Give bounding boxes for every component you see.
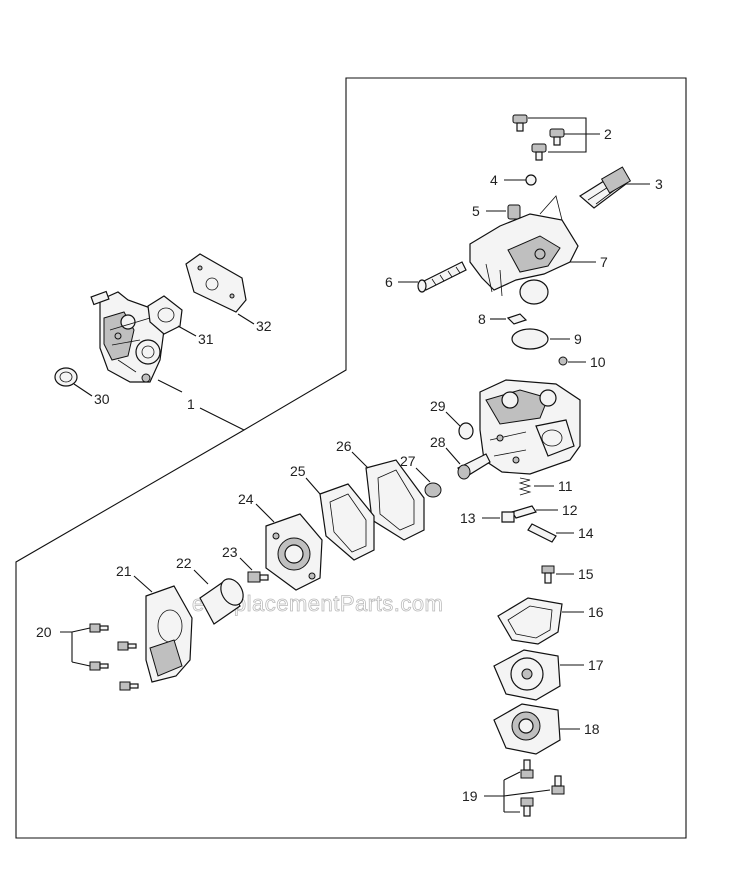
- pump-diaphragm-25-inner: [329, 493, 367, 553]
- metering-cover-18-center: [518, 718, 534, 734]
- screws-20: [89, 623, 139, 691]
- gasket-26-inner: [377, 469, 415, 531]
- screws-2: [512, 114, 565, 161]
- callout-26: 26: [336, 438, 352, 454]
- check-ball-10: [558, 356, 568, 366]
- callout-1: 1: [187, 396, 195, 412]
- callout-28: 28: [430, 434, 446, 450]
- diaphragm-17-hub: [521, 668, 533, 680]
- callout-9: 9: [574, 331, 582, 347]
- callout-3: 3: [655, 176, 663, 192]
- screw-15: [541, 565, 555, 584]
- inlet-fitting-28: [457, 453, 491, 480]
- callout-14: 14: [578, 525, 594, 541]
- carburetor-body: [479, 379, 581, 475]
- assembly-boundary: [15, 77, 687, 839]
- callout-12: 12: [562, 502, 578, 518]
- callout-labels: 1 2 3 4 5 6 7 8 9 10 11 12 13 14 15 16 1…: [36, 126, 663, 804]
- callout-8: 8: [478, 311, 486, 327]
- throttle-lever-7: [469, 195, 579, 305]
- cover-plate-21: [145, 585, 193, 683]
- callout-7: 7: [600, 254, 608, 270]
- idle-screw-6: [417, 261, 467, 293]
- callout-4: 4: [490, 172, 498, 188]
- clip-8: [506, 313, 528, 325]
- callout-5: 5: [472, 203, 480, 219]
- nut-5: [507, 204, 521, 220]
- o-ring-30-inner: [59, 371, 73, 383]
- gasket-26: [365, 459, 425, 541]
- screw-23: [247, 571, 269, 583]
- gasket-16-inner: [507, 605, 553, 639]
- needle-13: [501, 511, 515, 523]
- callout-6: 6: [385, 274, 393, 290]
- spring-11: [518, 477, 532, 496]
- leader-lines: [60, 117, 650, 813]
- callout-17: 17: [588, 657, 604, 673]
- callout-32: 32: [256, 318, 272, 334]
- callout-23: 23: [222, 544, 238, 560]
- adjuster-3: [578, 166, 632, 209]
- pump-diaphragm-25: [319, 483, 375, 561]
- callout-22: 22: [176, 555, 192, 571]
- metering-lever-12: [511, 505, 537, 519]
- callout-30: 30: [94, 391, 110, 407]
- callout-10: 10: [590, 354, 606, 370]
- filter-22: [199, 578, 244, 625]
- callout-11: 11: [558, 478, 573, 494]
- callout-2: 2: [604, 126, 612, 142]
- callout-16: 16: [588, 604, 604, 620]
- shaft-14: [527, 523, 557, 543]
- callout-27: 27: [400, 453, 416, 469]
- gasket-31: [147, 295, 183, 335]
- carburetor-assembly-small: [90, 290, 165, 383]
- callout-19: 19: [462, 788, 478, 804]
- o-ring-29: [458, 422, 474, 440]
- callout-15: 15: [578, 566, 594, 582]
- pump-body-24: [265, 513, 323, 591]
- callout-29: 29: [430, 398, 446, 414]
- callout-31: 31: [198, 331, 214, 347]
- callout-24: 24: [238, 491, 254, 507]
- callout-25: 25: [290, 463, 306, 479]
- washer-4: [525, 174, 537, 186]
- callout-21: 21: [116, 563, 132, 579]
- plug-27: [424, 482, 442, 498]
- callout-20: 20: [36, 624, 52, 640]
- screws-19: [520, 759, 565, 817]
- insulator-32: [185, 253, 247, 313]
- callout-13: 13: [460, 510, 476, 526]
- o-ring-30: [54, 367, 78, 387]
- o-ring-9: [511, 328, 549, 350]
- callout-18: 18: [584, 721, 600, 737]
